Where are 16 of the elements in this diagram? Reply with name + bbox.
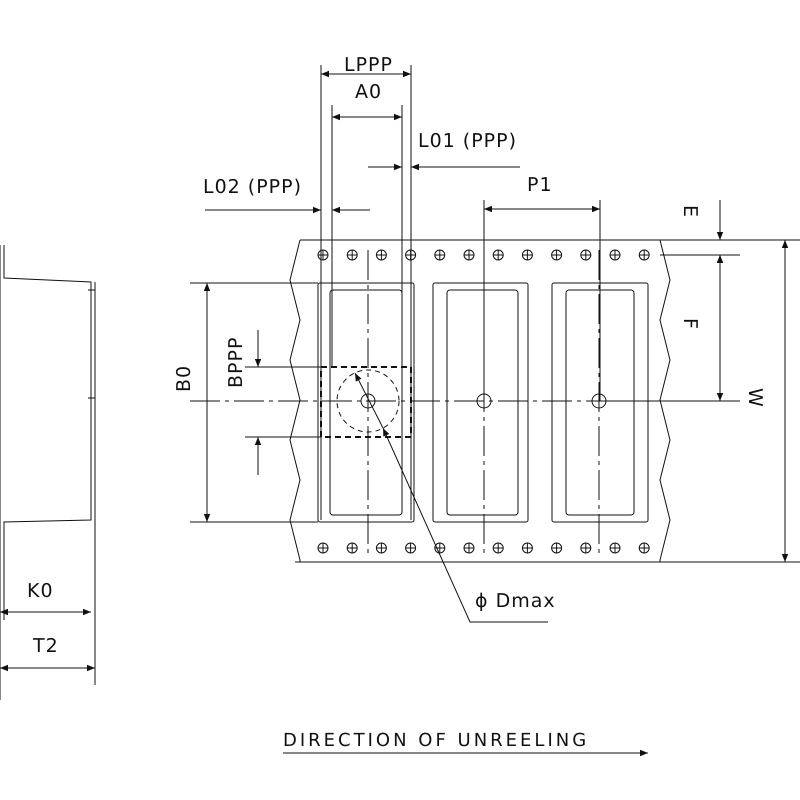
dashed-circle xyxy=(336,370,400,432)
dimension-label: E xyxy=(680,205,699,218)
dimension-label: L02 (PPP) xyxy=(203,178,302,197)
dimension-label: W xyxy=(745,388,764,408)
dimension-label: B0 xyxy=(175,364,194,392)
dimension-label: P1 xyxy=(527,176,553,195)
dimension-label: L01 (PPP) xyxy=(418,132,517,151)
dimension-label: K0 xyxy=(27,582,54,601)
dimension-label: BPPP xyxy=(227,336,246,388)
dimension-label: T2 xyxy=(33,637,59,656)
leader-line xyxy=(382,428,548,622)
direction-label: DIRECTION OF UNREELING xyxy=(283,732,590,750)
dimension-label: F xyxy=(680,318,699,330)
dimension-label: LPPP xyxy=(344,56,393,75)
dimension-label: A0 xyxy=(355,83,382,102)
dimension-label: ϕ Dmax xyxy=(475,592,556,611)
